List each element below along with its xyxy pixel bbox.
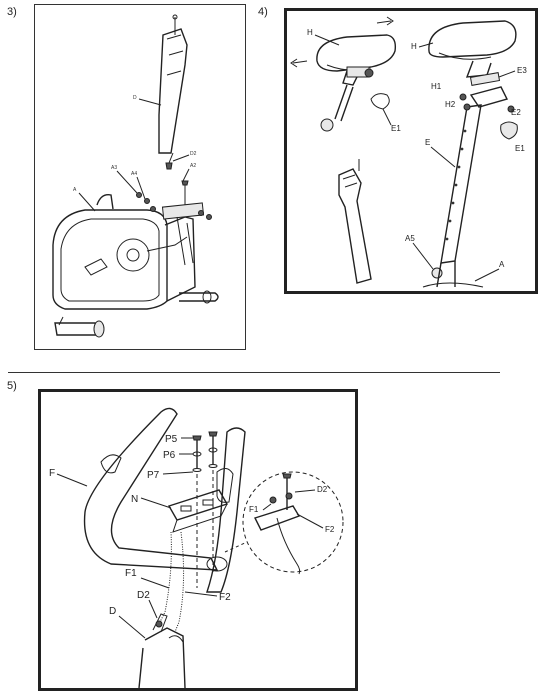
bike-frame-a [52,194,219,338]
step-4-illustration: H H E3 H1 H2 E2 E1 E1 E A5 A [290,16,527,288]
label-e: E [425,138,430,147]
step-3-illustration: D D2 A3 A4 A2 A [52,14,219,338]
step-4-panel: H H E3 H1 H2 E2 E1 E1 E A5 A [284,8,538,294]
label-f1-detail: F1 [249,505,259,514]
cables [158,531,185,633]
label-e1-left: E1 [391,124,401,133]
label-d: D [109,606,116,617]
step-3-panel: D D2 A3 A4 A2 A [34,4,246,350]
label-f2: F2 [219,592,231,603]
label-p6: P6 [163,450,176,461]
label-d2-detail: D2 [317,485,328,494]
handlebar-f [83,407,246,593]
label-a5: A5 [405,234,415,243]
label-h-left: H [307,28,313,37]
seat-post-e [422,86,518,288]
label-a: A [499,260,505,269]
frame-post-d [138,613,186,688]
detail-inset [224,471,344,575]
label-d2: D2 [137,590,150,601]
step-5-panel: P5 P6 P7 F N D2 F1 F2 F1 F2 D2 D [38,389,358,691]
label-e3: E3 [517,66,527,75]
label-f1: F1 [125,568,137,579]
step-3-number: 3) [7,6,17,18]
mount-bracket-n [167,431,229,588]
label-h-right: H [411,42,417,51]
step-3-bolts [136,180,212,220]
step-5-number: 5) [7,380,17,392]
label-a3: A3 [111,165,117,171]
label-a4: A4 [131,171,137,177]
step-5-illustration: P5 P6 P7 F N D2 F1 F2 F1 F2 D2 D [49,407,344,688]
saddle-right [428,20,517,86]
label-d: D [133,95,137,101]
label-a: A [73,187,77,193]
label-n: N [131,494,138,505]
saddle-adjust-left [290,16,397,132]
label-p7: P7 [147,470,160,481]
label-d2: D2 [190,151,197,157]
label-h1: H1 [431,82,442,91]
label-p5: P5 [165,434,178,445]
step-3-labels: D D2 A3 A4 A2 A [73,95,197,212]
label-f: F [49,468,55,479]
step-4-labels: H H E3 H1 H2 E2 E1 E1 E A5 A [307,28,527,282]
label-e2: E2 [511,108,521,117]
step-4-number: 4) [258,6,268,18]
section-divider [8,372,500,373]
step-5-labels: P5 P6 P7 F N D2 F1 F2 F1 F2 D2 D [49,434,335,639]
upright-post-d [158,14,188,170]
label-f2-detail: F2 [325,525,335,534]
label-e1-right: E1 [515,144,525,153]
label-a2: A2 [190,163,196,169]
label-h2: H2 [445,100,456,109]
seat-post-housing [338,159,372,284]
